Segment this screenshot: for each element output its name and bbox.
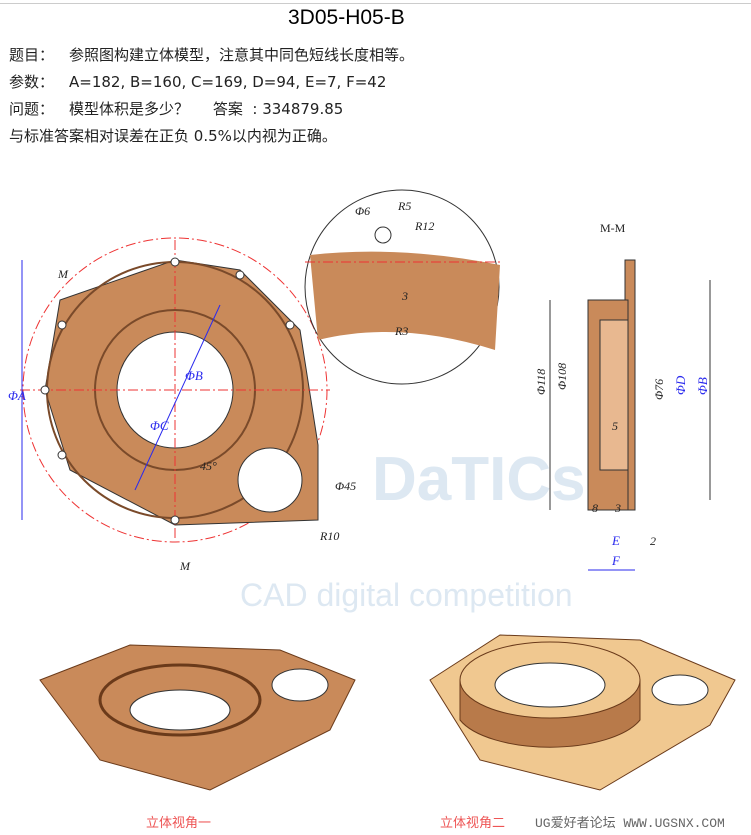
dim-2: 2 [650, 534, 656, 548]
site-watermark: UG爱好者论坛 WWW.UGSNX.COM [535, 816, 725, 831]
dim-phi-45: Φ45 [335, 479, 356, 493]
dim-f: F [611, 553, 621, 568]
dim-phi-118: Φ118 [534, 369, 548, 395]
view-label-2: 立体视角二 [440, 816, 506, 831]
dim-r5: R5 [397, 199, 411, 213]
dim-r12: R12 [414, 219, 434, 233]
dim-phi-a: ΦA [8, 388, 26, 403]
dim-e: E [611, 533, 620, 548]
dim-3-section: 3 [614, 501, 621, 515]
iso-view-1 [39, 644, 356, 791]
section-title: M-M [600, 221, 626, 235]
dim-phi-c: ΦC [150, 418, 169, 433]
tolerance-line: 与标准答案相对误差在正负 0.5%以内视为正确。 [9, 127, 337, 145]
task-line: 题目：参照图构建立体模型，注意其中同色短线长度相等。 [9, 46, 415, 64]
detail-view: Φ6 R5 R12 3 R3 [304, 189, 500, 385]
dim-3: 3 [401, 289, 408, 303]
watermark-subtitle: CAD digital competition [240, 577, 573, 613]
section-mark-top: M [57, 267, 69, 281]
dim-phi-6: Φ6 [355, 204, 370, 218]
dim-phi-d: ΦD [673, 375, 688, 395]
question-line: 问题：模型体积是多少？ 答案 : 334879.85 [9, 100, 344, 118]
page-title: 3D05-H05-B [288, 6, 405, 29]
watermark-logo: DaTICs [372, 445, 586, 514]
front-view: ΦA ΦB ΦC 45° Φ45 R10 M M [8, 237, 356, 573]
dim-angle: 45° [200, 459, 217, 473]
dim-8: 8 [592, 501, 598, 515]
params-line: 参数：A=182, B=160, C=169, D=94, E=7, F=42 [9, 73, 387, 91]
top-divider [0, 3, 751, 4]
dim-phi-b-section: ΦB [695, 377, 710, 395]
dim-r3: R3 [394, 324, 408, 338]
section-mark-bottom: M [179, 559, 191, 573]
dim-r10: R10 [319, 529, 339, 543]
dim-5: 5 [612, 419, 618, 433]
dim-phi-76: Φ76 [652, 379, 666, 400]
section-view: M-M Φ118 Φ108 Φ76 ΦD ΦB 5 8 3 E 2 F [534, 221, 711, 571]
dim-phi-108: Φ108 [555, 363, 569, 390]
dim-phi-b: ΦB [185, 368, 203, 383]
iso-view-2 [429, 634, 736, 791]
view-label-1: 立体视角一 [146, 816, 212, 831]
